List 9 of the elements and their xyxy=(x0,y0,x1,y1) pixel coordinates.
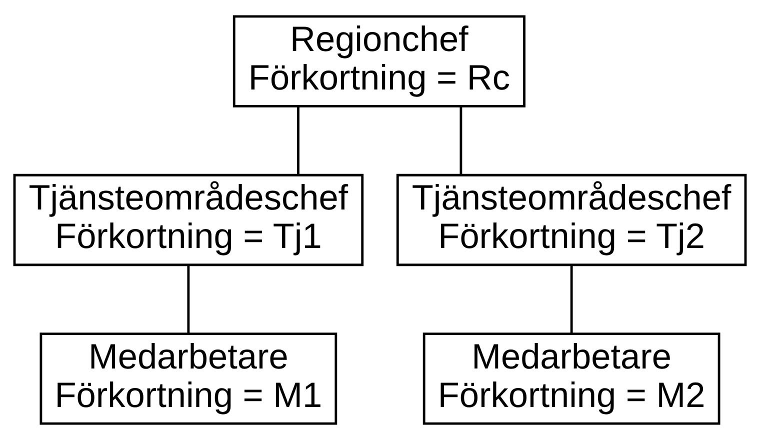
connector xyxy=(297,106,300,174)
node-box: Tjänsteområdeschef Förkortning = Tj1 xyxy=(13,173,364,266)
node-box: Regionchef Förkortning = Rc xyxy=(232,14,526,107)
node-box: Medarbetare Förkortning = M2 xyxy=(422,332,720,424)
node-box: Medarbetare Förkortning = M1 xyxy=(40,332,338,424)
connector xyxy=(570,264,573,334)
node-box: Tjänsteområdeschef Förkortning = Tj2 xyxy=(396,173,747,266)
connector xyxy=(460,106,462,174)
connector xyxy=(187,264,190,334)
